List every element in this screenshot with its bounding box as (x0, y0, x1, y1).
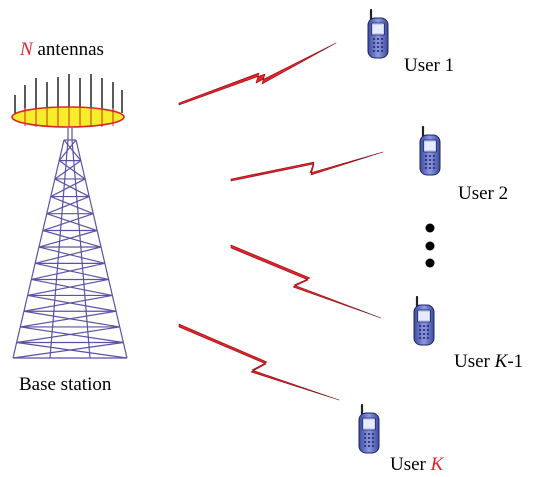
user-k-prefix: User (390, 454, 431, 475)
wireless-links (178, 42, 384, 401)
wireless-link-icon (178, 323, 340, 401)
wireless-link-icon (230, 151, 384, 182)
user-k-minus-1-index: K (494, 351, 508, 372)
antenna-count-symbol: N (20, 39, 33, 60)
user-k-minus-1-label: User K-1 (454, 352, 523, 371)
antenna-array-icon (11, 74, 125, 128)
antenna-label: N antennas (20, 40, 104, 59)
cell-tower-icon (12, 128, 128, 359)
user-1-index: 1 (444, 55, 455, 76)
user-1-label: User 1 (404, 56, 454, 75)
user-k-minus-1-suffix: -1 (507, 351, 524, 372)
user-2-index: 2 (498, 183, 509, 204)
base-station-label: Base station (19, 374, 112, 395)
user-k-label: User K (390, 455, 443, 474)
user-k-index: K (430, 454, 444, 475)
mobile-phone-icon (357, 403, 381, 455)
user-2-prefix: User (458, 183, 499, 204)
mobile-phone-icon (412, 295, 436, 347)
antenna-label-text: antennas (32, 39, 104, 60)
vertical-ellipsis (425, 223, 435, 268)
wireless-link-icon (178, 42, 337, 106)
user-k-minus-1-prefix: User (454, 351, 495, 372)
mobile-phone-icon (366, 8, 390, 60)
mobile-phone-icon (418, 125, 442, 177)
wireless-link-icon (230, 244, 382, 319)
user-1-prefix: User (404, 55, 445, 76)
user-2-label: User 2 (458, 184, 508, 203)
